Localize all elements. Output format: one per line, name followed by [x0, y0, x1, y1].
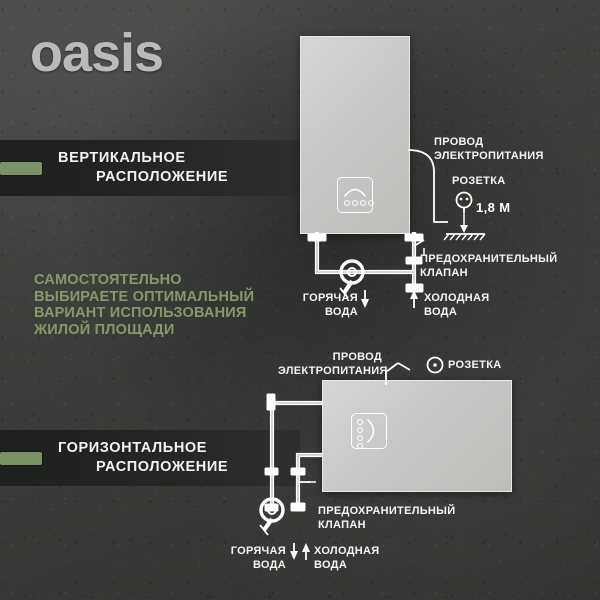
label-hot-water-vertical-line1: ГОРЯЧАЯ	[302, 292, 358, 304]
label-safety-valve-vertical: ПРЕДОХРАНИТЕЛЬНЫЙ КЛАПАН	[420, 253, 557, 280]
label-cold-water-horizontal-line1: ХОЛОДНАЯ	[314, 545, 380, 557]
label-socket-horizontal: РОЗЕТКА	[448, 359, 502, 371]
pipe-hot-horizontal	[295, 452, 322, 505]
panel-dot-icon	[368, 200, 374, 206]
label-cold-water-vertical-line2: ВОДА	[424, 305, 458, 318]
flow-arrow-cold-vertical	[410, 290, 418, 308]
panel-dot-icon	[360, 200, 366, 206]
pipe-fitting	[307, 233, 424, 265]
panel-dot-icon	[344, 200, 350, 206]
label-hot-water-horizontal-line2: ВОДА	[252, 558, 286, 571]
control-panel-horizontal	[351, 413, 387, 449]
accent-bar-horizontal	[0, 451, 42, 465]
flow-arrow-cold-horizontal	[302, 543, 310, 560]
label-hot-water-horizontal: ГОРЯЧАЯ ВОДА	[216, 545, 286, 572]
panel-arc-icon	[344, 188, 366, 197]
valve-handle-horizontal	[259, 497, 285, 536]
marketing-copy: САМОСТОЯТЕЛЬНО ВЫБИРАЕТЕ ОПТИМАЛЬНЫЙ ВАР…	[34, 272, 255, 338]
accent-bar-vertical	[0, 161, 42, 175]
panel-dot-icon	[357, 419, 363, 425]
label-safety-valve-vertical-line1: ПРЕДОХРАНИТЕЛЬНЫЙ	[420, 253, 558, 265]
label-safety-valve-vertical-line2: КЛАПАН	[420, 266, 468, 279]
label-power-cord-vertical-line2: ЭЛЕКТРОПИТАНИЯ	[434, 149, 544, 162]
flow-arrow-hot-vertical	[361, 290, 369, 308]
panel-dot-icon	[357, 435, 363, 441]
panel-arc-icon	[367, 419, 375, 443]
label-socket-height: 1,8 М	[476, 200, 511, 215]
section-label-horizontal-line2: РАСПОЛОЖЕНИЕ	[96, 459, 229, 475]
section-band-vertical: ВЕРТИКАЛЬНОЕ РАСПОЛОЖЕНИЕ	[0, 140, 300, 196]
label-power-cord-vertical-line1: ПРОВОД	[434, 136, 484, 148]
water-heater-vertical	[300, 36, 410, 234]
label-cold-water-vertical: ХОЛОДНАЯ ВОДА	[424, 292, 490, 319]
label-hot-water-vertical-line2: ВОДА	[324, 305, 358, 318]
section-label-vertical-line2: РАСПОЛОЖЕНИЕ	[96, 169, 229, 185]
pipe-hot-vertical	[314, 232, 352, 275]
section-label-vertical: ВЕРТИКАЛЬНОЕ РАСПОЛОЖЕНИЕ	[58, 149, 228, 187]
label-safety-valve-horizontal: ПРЕДОХРАНИТЕЛЬНЫЙ КЛАПАН	[318, 505, 455, 532]
panel-dot-icon	[352, 200, 358, 206]
section-label-horizontal: ГОРИЗОНТАЛЬНОЕ РАСПОЛОЖЕНИЕ	[58, 439, 228, 477]
label-safety-valve-horizontal-line2: КЛАПАН	[318, 518, 366, 531]
control-panel-vertical	[337, 177, 374, 213]
label-hot-water-vertical: ГОРЯЧАЯ ВОДА	[288, 292, 358, 319]
label-cold-water-horizontal-line2: ВОДА	[314, 558, 348, 571]
label-cold-water-vertical-line1: ХОЛОДНАЯ	[424, 292, 490, 304]
label-safety-valve-horizontal-line1: ПРЕДОХРАНИТЕЛЬНЫЙ	[318, 505, 456, 517]
label-power-cord-vertical: ПРОВОД ЭЛЕКТРОПИТАНИЯ	[434, 136, 544, 163]
label-hot-water-horizontal-line1: ГОРЯЧАЯ	[230, 545, 286, 557]
section-band-horizontal: ГОРИЗОНТАЛЬНОЕ РАСПОЛОЖЕНИЕ	[0, 430, 300, 486]
flow-arrow-hot-horizontal	[290, 543, 298, 560]
label-cold-water-horizontal: ХОЛОДНАЯ ВОДА	[314, 545, 380, 572]
label-power-cord-horizontal: ПРОВОД ЭЛЕКТРОПИТАНИЯ	[278, 351, 388, 378]
socket-icon-vertical	[455, 191, 473, 212]
label-power-cord-horizontal-line2: ЭЛЕКТРОПИТАНИЯ	[278, 364, 388, 377]
pipe-cold-vertical	[352, 232, 417, 289]
label-socket-vertical: РОЗЕТКА	[452, 175, 506, 187]
section-label-horizontal-line1: ГОРИЗОНТАЛЬНОЕ	[58, 440, 208, 456]
label-power-cord-horizontal-line1: ПРОВОД	[332, 351, 382, 363]
dimension-socket-height	[443, 211, 486, 241]
panel-dot-icon	[357, 427, 363, 433]
section-label-vertical-line1: ВЕРТИКАЛЬНОЕ	[58, 150, 186, 166]
socket-icon-horizontal	[426, 356, 444, 374]
water-heater-horizontal	[322, 380, 512, 492]
brand-logo: oasis	[30, 23, 164, 83]
panel-dot-icon	[357, 443, 363, 449]
